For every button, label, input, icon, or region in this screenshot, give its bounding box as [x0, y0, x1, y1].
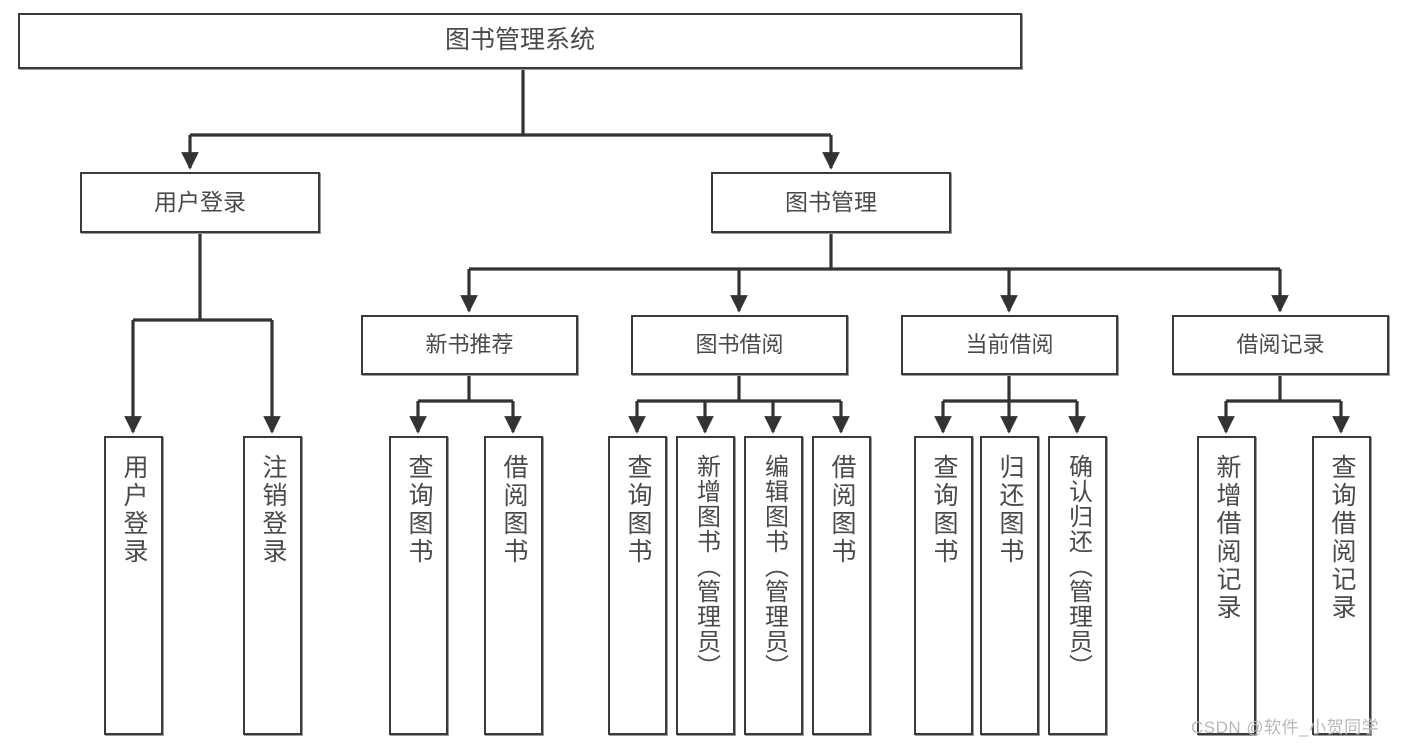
node-label: 当前借阅	[965, 332, 1054, 358]
node-label: 图书管理系统	[444, 26, 595, 55]
node-book-management[interactable]: 图书管理	[711, 172, 951, 233]
leaf-book-borrow-borrow-books[interactable]: 借阅图书	[812, 436, 871, 735]
node-label: 用户登录	[120, 454, 148, 566]
leaf-user-login-logout[interactable]: 注销登录	[243, 436, 302, 735]
leaf-borrow-record-add-record[interactable]: 新增借阅记录	[1197, 436, 1256, 735]
node-label: 新增图书（管理员）	[692, 454, 720, 679]
leaf-new-book-borrow-books[interactable]: 借阅图书	[484, 436, 543, 735]
node-label: 确认归还（管理员）	[1064, 454, 1092, 679]
node-user-login[interactable]: 用户登录	[80, 172, 320, 233]
node-label: 查询图书	[624, 454, 652, 566]
node-label: 编辑图书（管理员）	[760, 454, 788, 679]
node-book-borrow[interactable]: 图书借阅	[631, 315, 848, 375]
node-root-book-management-system[interactable]: 图书管理系统	[18, 13, 1022, 69]
node-label: 用户登录	[154, 188, 246, 215]
leaf-current-borrow-confirm-return-admin[interactable]: 确认归还（管理员）	[1048, 436, 1107, 735]
leaf-new-book-query-books[interactable]: 查询图书	[389, 436, 448, 735]
leaf-book-borrow-query-books[interactable]: 查询图书	[608, 436, 667, 735]
node-label: 查询借阅记录	[1328, 454, 1356, 622]
node-new-book-recommend[interactable]: 新书推荐	[361, 315, 578, 375]
node-label: 归还图书	[996, 454, 1024, 566]
node-label: 借阅图书	[828, 454, 856, 566]
node-label: 注销登录	[259, 454, 287, 566]
leaf-user-login-login[interactable]: 用户登录	[104, 436, 163, 735]
node-label: 新增借阅记录	[1213, 454, 1241, 622]
node-label: 图书管理	[785, 188, 877, 215]
node-label: 查询图书	[405, 454, 433, 566]
node-label: 借阅图书	[500, 454, 528, 566]
watermark: CSDN @软件_小贺同学	[1191, 718, 1380, 737]
node-borrow-record[interactable]: 借阅记录	[1172, 315, 1389, 375]
leaf-borrow-record-query-record[interactable]: 查询借阅记录	[1312, 436, 1371, 735]
leaf-book-borrow-add-book-admin[interactable]: 新增图书（管理员）	[676, 436, 735, 735]
node-label: 借阅记录	[1236, 332, 1325, 358]
node-current-borrow[interactable]: 当前借阅	[901, 315, 1118, 375]
node-label: 新书推荐	[425, 332, 514, 358]
leaf-current-borrow-query-books[interactable]: 查询图书	[914, 436, 973, 735]
leaf-current-borrow-return-books[interactable]: 归还图书	[980, 436, 1039, 735]
node-label: 查询图书	[930, 454, 958, 566]
leaf-book-borrow-edit-book-admin[interactable]: 编辑图书（管理员）	[744, 436, 803, 735]
node-label: 图书借阅	[695, 332, 784, 358]
